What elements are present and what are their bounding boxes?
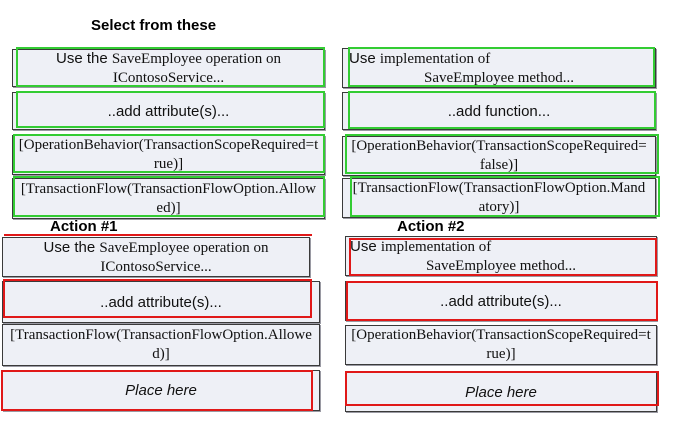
- slot-text-line2: IContosoService...: [100, 258, 212, 275]
- option-prefix: Use: [349, 49, 380, 67]
- slot-text: [TransactionFlow(TransactionFlowOption.A…: [10, 327, 312, 362]
- action1-slot-3[interactable]: [TransactionFlow(TransactionFlowOption.A…: [2, 324, 320, 366]
- source-right-use-implementation[interactable]: Use implementation of SaveEmployee metho…: [342, 48, 656, 88]
- slot-prefix: Use: [350, 237, 381, 255]
- option-prefix: Use the: [56, 49, 112, 67]
- source-right-operationbehavior-false[interactable]: [OperationBehavior(TransactionScopeRequi…: [342, 136, 656, 176]
- source-left-operationbehavior-true[interactable]: [OperationBehavior(TransactionScopeRequi…: [12, 135, 325, 175]
- source-left-transactionflow-allowed[interactable]: [TransactionFlow(TransactionFlowOption.A…: [12, 178, 325, 219]
- action2-slot-2[interactable]: ..add attribute(s)...: [345, 281, 657, 321]
- option-text: SaveEmployee operation on: [111, 50, 281, 67]
- action2-slot-4-drop-target[interactable]: Place here: [345, 372, 657, 412]
- action2-slot-3[interactable]: [OperationBehavior(TransactionScopeRequi…: [345, 325, 657, 365]
- action1-heading: Action #1: [50, 218, 118, 235]
- option-text: [TransactionFlow(TransactionFlowOption.M…: [352, 180, 646, 215]
- slot-text: [OperationBehavior(TransactionScopeRequi…: [351, 327, 651, 362]
- action1-slot-1[interactable]: Use the SaveEmployee operation on IConto…: [2, 237, 310, 277]
- source-left-add-attribute[interactable]: ..add attribute(s)...: [12, 92, 325, 130]
- source-right-transactionflow-mandatory[interactable]: [TransactionFlow(TransactionFlowOption.M…: [342, 178, 656, 218]
- slot-text: ..add attribute(s)...: [100, 293, 222, 311]
- action1-slot-2[interactable]: ..add attribute(s)...: [2, 281, 320, 323]
- select-heading: Select from these: [91, 17, 217, 34]
- action2-heading: Action #2: [397, 218, 465, 235]
- source-left-use-saveemployee-operation[interactable]: Use the SaveEmployee operation on IConto…: [12, 49, 325, 87]
- slot-text: SaveEmployee operation on: [99, 239, 269, 256]
- option-text: [OperationBehavior(TransactionScopeRequi…: [351, 138, 647, 173]
- source-right-add-function[interactable]: ..add function...: [342, 92, 656, 130]
- option-text: [OperationBehavior(TransactionScopeRequi…: [18, 137, 319, 172]
- action1-slot-4-drop-target[interactable]: Place here: [2, 370, 320, 411]
- option-text-line2: IContosoService...: [112, 69, 225, 86]
- option-text: [TransactionFlow(TransactionFlowOption.A…: [20, 180, 317, 216]
- option-text-line2: SaveEmployee method...: [424, 69, 574, 86]
- option-text: implementation of: [379, 50, 491, 67]
- slot-text: ..add attribute(s)...: [440, 292, 562, 310]
- slot-placeholder: Place here: [125, 382, 197, 399]
- option-text: ..add function...: [447, 102, 551, 120]
- action2-slot-1[interactable]: Use implementation of SaveEmployee metho…: [345, 236, 657, 276]
- slot-placeholder: Place here: [465, 383, 537, 401]
- slot-text-line2: SaveEmployee method...: [426, 257, 576, 274]
- option-text: ..add attribute(s)...: [107, 102, 230, 120]
- slot-text: implementation of: [380, 238, 492, 255]
- slot-prefix: Use the: [43, 238, 100, 256]
